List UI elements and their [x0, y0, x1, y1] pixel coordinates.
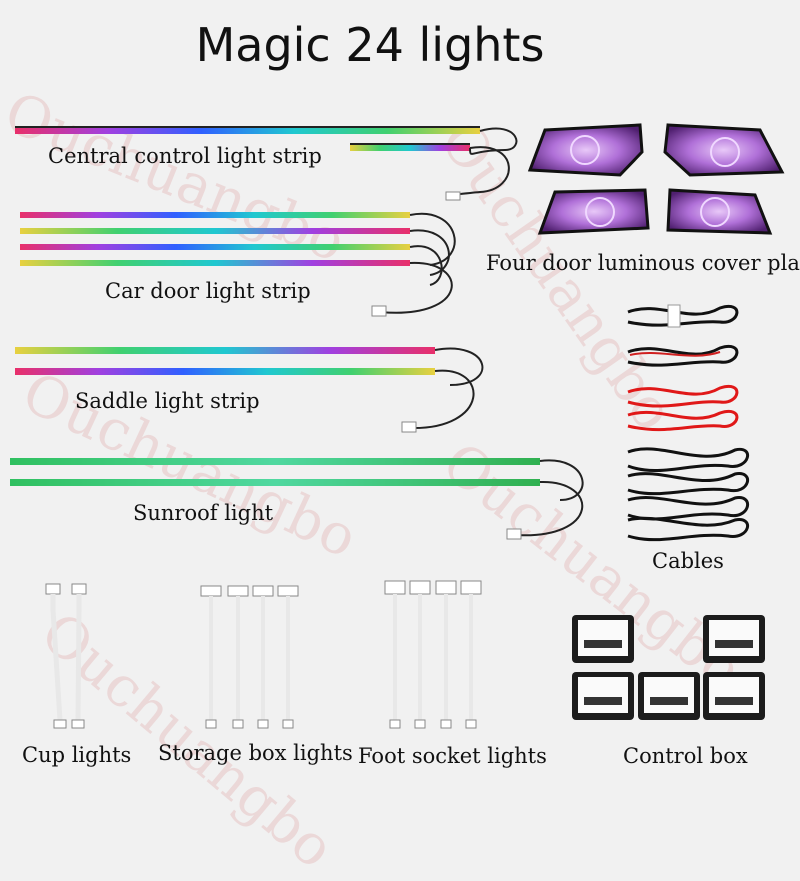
label-cables: Cables — [652, 549, 724, 573]
control-box-modules — [572, 615, 765, 720]
saddle-strips — [15, 347, 484, 433]
label-door-plate: Four door luminous cover plate — [486, 251, 800, 275]
product-illustration — [10, 123, 785, 729]
label-car-door: Car door light strip — [105, 279, 311, 303]
label-central-control: Central control light strip — [48, 144, 322, 168]
label-foot-socket-lights: Foot socket lights — [358, 744, 547, 768]
label-storage-box-lights: Storage box lights — [158, 741, 353, 765]
label-control-box: Control box — [623, 744, 748, 768]
door-plates — [527, 123, 785, 235]
car-door-strips — [20, 212, 456, 317]
control-module — [638, 672, 700, 720]
control-module — [572, 615, 634, 663]
product-image: Ouchuangbo Ouchuangbo Ouchuangbo Ouchuan… — [0, 18, 800, 881]
control-module — [703, 672, 765, 720]
label-saddle: Saddle light strip — [75, 389, 260, 413]
control-module — [703, 615, 765, 663]
storage-box-lights — [200, 585, 299, 729]
central-control-strips — [15, 126, 518, 201]
label-cup-lights: Cup lights — [22, 743, 132, 767]
cable-bundles — [627, 304, 750, 542]
cup-lights — [45, 583, 87, 729]
page-title: Magic 24 lights — [195, 18, 545, 72]
sunroof-strips — [10, 458, 584, 540]
control-module — [572, 672, 634, 720]
label-sunroof: Sunroof light — [133, 501, 274, 525]
foot-socket-lights — [384, 580, 482, 729]
